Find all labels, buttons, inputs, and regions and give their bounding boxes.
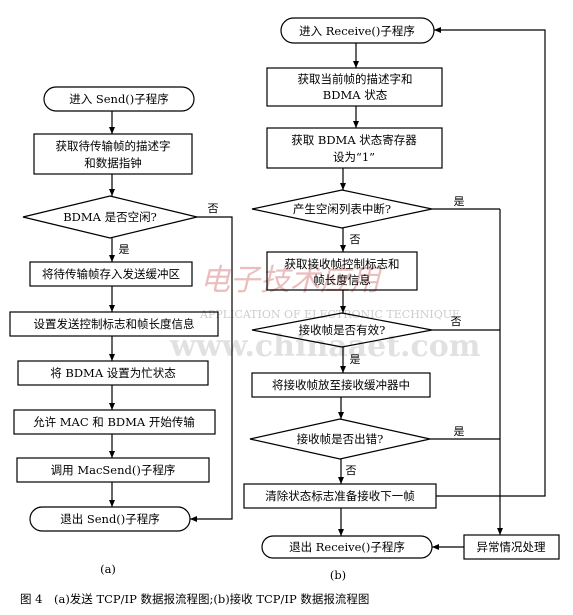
b-step3-text-line1: 获取接收帧控制标志和: [285, 257, 400, 271]
b-step2-text-line1: 获取 BDMA 状态寄存器: [291, 133, 417, 147]
b-step1-text-line1: 获取当前帧的描述字和: [298, 72, 413, 86]
flowchart-b: [243, 17, 560, 560]
a-step5-text: 允许 MAC 和 BDMA 开始传输: [33, 415, 195, 429]
b-d3-no-label: 否: [346, 464, 357, 477]
b-end-text: 退出 Receive()子程序: [289, 540, 405, 554]
a-decision-text: BDMA 是否空闲?: [63, 210, 157, 224]
b-decision2-text: 接收帧是否有效?: [299, 323, 386, 337]
b-step3-node: [266, 251, 418, 291]
watermark-logo: 电子技术应用: [200, 263, 383, 298]
b-label: (b): [330, 568, 346, 582]
b-d3-yes-label: 是: [454, 425, 465, 438]
a-start-node: [43, 86, 195, 112]
a-step4-node: [17, 360, 209, 386]
a-decision-node: [22, 195, 198, 239]
a-step6-text: 调用 MacSend()子程序: [51, 463, 176, 477]
b-decision3-text: 接收帧是否出错?: [297, 432, 384, 446]
watermark: 电子技术应用 APPLICATION OF ELECTRONIC TECHNIQ…: [169, 263, 481, 364]
flowchart-b-text: 进入 Receive()子程序 获取当前帧的描述字和 BDMA 状态 获取 BD…: [265, 24, 546, 582]
watermark-url: www.chinaaet.com: [169, 329, 481, 364]
b-step2-text-line2: 设为“1”: [333, 150, 375, 164]
b-d1-no-label: 否: [350, 233, 361, 246]
flowchart-a-text: 进入 Send()子程序 获取待传输帧的描述字 和数据指钟 BDMA 是否空闲?…: [33, 92, 218, 576]
b-decision1-node: [251, 189, 433, 229]
a-step1-node: [33, 133, 193, 175]
b-decision1-text: 产生空闲列表中断?: [293, 202, 391, 216]
b-start-text: 进入 Receive()子程序: [299, 24, 415, 38]
a-step1-text-line2: 和数据指钟: [84, 156, 142, 170]
b-decision3-node: [249, 418, 431, 460]
b-step1-text-line2: BDMA 状态: [323, 88, 388, 102]
a-step2-text: 将待传输帧存入发送缓冲区: [42, 267, 180, 281]
b-d1-yes-label: 是: [454, 195, 465, 208]
b-step2-node: [266, 127, 443, 169]
a-step5-node: [13, 409, 216, 435]
a-step2-node: [29, 261, 193, 287]
figure-caption: 图 4 (a)发送 TCP/IP 数据报流程图;(b)接收 TCP/IP 数据报…: [20, 592, 369, 606]
b-step4-text: 将接收帧放至接收缓冲器中: [272, 378, 410, 392]
b-error-text: 异常情况处理: [477, 540, 546, 554]
b-step5-text: 清除状态标志准备接收下一帧: [265, 489, 415, 503]
a-no-label: 否: [208, 202, 219, 215]
watermark-subtitle: APPLICATION OF ELECTRONIC TECHNIQUE: [199, 308, 460, 321]
a-yes-label: 是: [119, 243, 130, 256]
flowchart-a: [9, 86, 233, 532]
a-end-text: 退出 Send()子程序: [60, 512, 160, 526]
a-step3-text: 设置发送控制标志和帧长度信息: [34, 317, 195, 331]
a-step4-text: 将 BDMA 设置为忙状态: [50, 366, 176, 380]
b-d2-yes-label: 是: [350, 353, 361, 366]
a-step6-node: [16, 457, 210, 483]
b-d2-no-label: 否: [451, 315, 462, 328]
a-step3-node: [9, 311, 219, 337]
b-step3-text-line2: 帧长度信息: [313, 273, 371, 287]
b-step1-node: [266, 67, 443, 107]
b-decision2-node: [251, 312, 433, 348]
a-step1-text-line1: 获取待传输帧的描述字: [56, 139, 171, 153]
a-start-text: 进入 Send()子程序: [69, 92, 169, 106]
a-label: (a): [100, 562, 116, 576]
